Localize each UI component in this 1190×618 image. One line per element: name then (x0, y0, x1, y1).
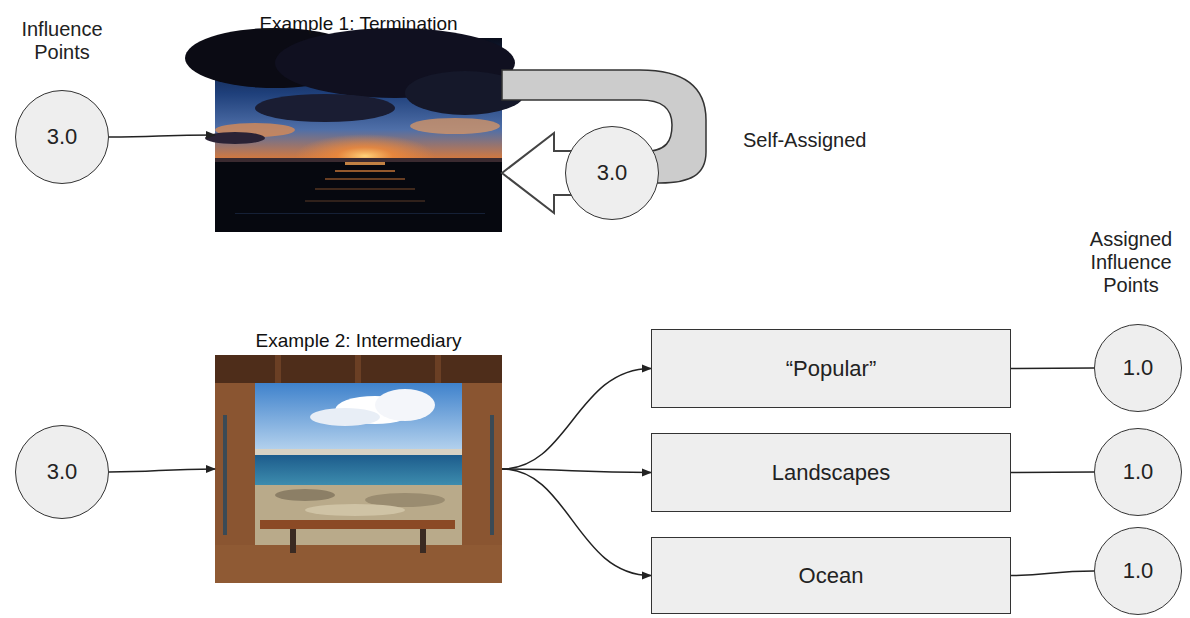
category-box: Ocean (651, 537, 1011, 614)
connector-arrow (502, 469, 651, 473)
node-text: 3.0 (597, 160, 628, 186)
example-image: Example 1: Termination (215, 38, 502, 232)
node-text: 3.0 (47, 459, 78, 485)
node-text: 3.0 (47, 124, 78, 150)
node-text: Landscapes (772, 460, 891, 486)
connector-arrow (502, 369, 651, 470)
free-label: Influence Points (7, 18, 117, 64)
node-text: “Popular” (786, 356, 876, 382)
assigned-circle: 1.0 (1094, 527, 1182, 615)
example-image: Example 2: Intermediary (215, 355, 502, 583)
node-text: 1.0 (1123, 558, 1154, 584)
connector-line (1011, 367, 1094, 369)
assigned-circle: 1.0 (1094, 428, 1182, 516)
category-box: Landscapes (651, 433, 1011, 512)
shelter-photo (215, 355, 502, 583)
connector-arrow (109, 469, 215, 472)
image-heading: Example 2: Intermediary (256, 330, 462, 352)
influence-circle: 3.0 (15, 90, 109, 184)
node-text: 1.0 (1123, 355, 1154, 381)
image-heading: Example 1: Termination (259, 13, 457, 35)
sunset-photo (185, 28, 525, 232)
node-text: 1.0 (1123, 459, 1154, 485)
free-label: Assigned Influence Points (1081, 228, 1181, 297)
influence-circle: 3.0 (565, 126, 659, 220)
connector-arrow (502, 469, 651, 576)
free-label: Self-Assigned (743, 129, 903, 152)
category-box: “Popular” (651, 329, 1011, 408)
influence-circle: 3.0 (15, 425, 109, 519)
connector-arrow (109, 135, 215, 137)
connector-line (1011, 471, 1094, 473)
connector-line (1011, 571, 1094, 576)
node-text: Ocean (799, 563, 864, 589)
assigned-circle: 1.0 (1094, 324, 1182, 412)
